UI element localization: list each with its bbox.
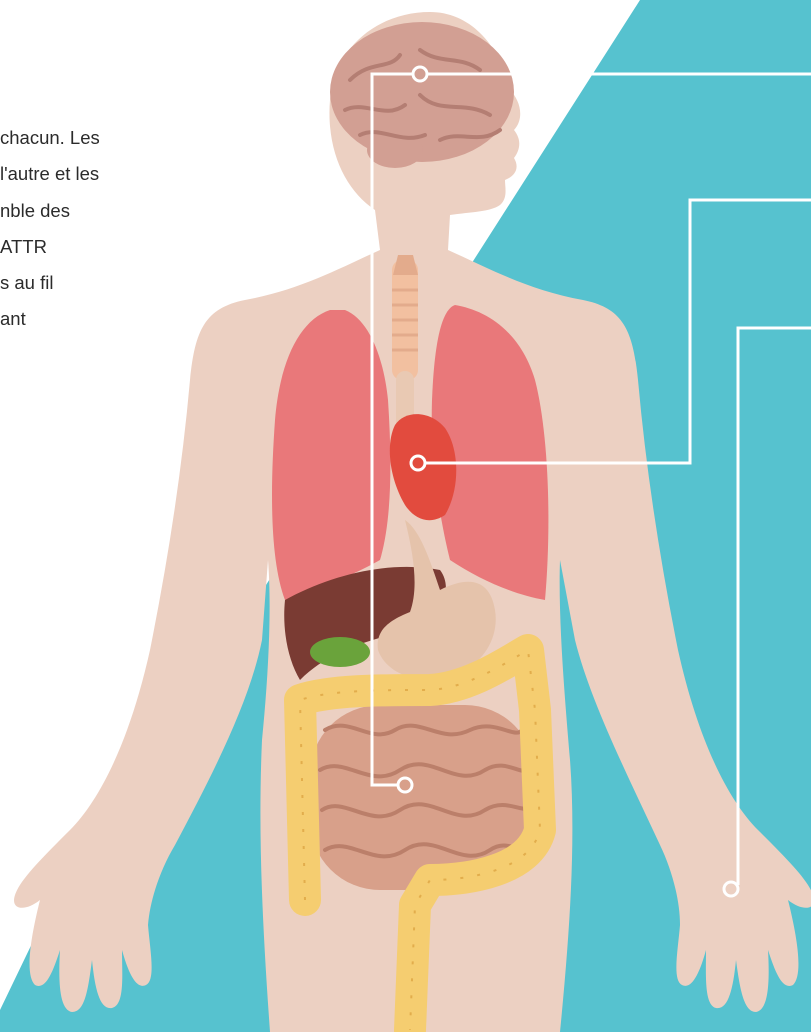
intro-line: s au fil xyxy=(0,265,200,301)
intro-line: nble des xyxy=(0,193,200,229)
brain-callout-marker[interactable] xyxy=(413,67,427,81)
intro-line: l'autre et les xyxy=(0,156,200,192)
hand-callout-marker[interactable] xyxy=(724,882,738,896)
intro-line: chacun. Les xyxy=(0,120,200,156)
gallbladder-organ xyxy=(310,637,370,667)
intro-line: ant xyxy=(0,301,200,337)
heart-callout-marker[interactable] xyxy=(411,456,425,470)
intestine-callout-marker[interactable] xyxy=(398,778,412,792)
intro-line: ATTR xyxy=(0,229,200,265)
intro-paragraph: chacun. Les l'autre et les nble des ATTR… xyxy=(0,120,200,338)
